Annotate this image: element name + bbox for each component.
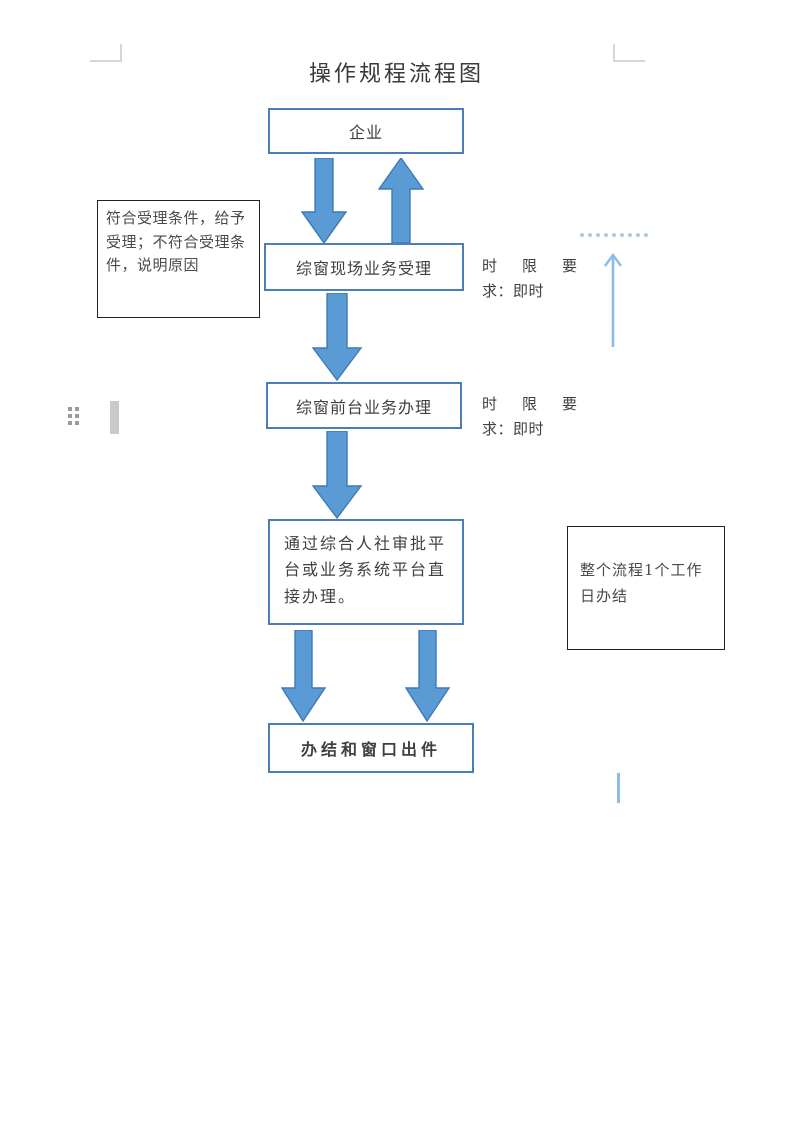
note-acceptance-criteria-text: 符合受理条件，给予受理；不符合受理条件，说明原因 bbox=[106, 209, 246, 275]
page-title: 操作规程流程图 bbox=[308, 62, 484, 87]
drag-handle-icon[interactable] bbox=[68, 407, 79, 425]
char: 时 bbox=[482, 395, 498, 413]
text-caret bbox=[617, 773, 620, 803]
flow-node-platform-processing-label: 通过综合人社审批平台或业务系统平台直接办理。 bbox=[284, 534, 447, 606]
grip-dot bbox=[68, 414, 72, 418]
margin-corner-mark-top-right bbox=[613, 44, 645, 62]
char: 限 bbox=[521, 395, 537, 413]
char: 时 bbox=[482, 257, 498, 275]
flow-node-enterprise-label: 企业 bbox=[348, 123, 383, 142]
arrow-feedback-thin-icon bbox=[601, 247, 625, 351]
side-label-time-limit-1-line2: 求：即时 bbox=[482, 281, 545, 300]
arrow-acceptance-up-icon bbox=[378, 158, 424, 244]
side-label-time-limit-2: 时 限 要 求：即时 bbox=[482, 392, 577, 442]
flow-node-enterprise[interactable]: 企业 bbox=[268, 108, 464, 154]
grip-dot bbox=[68, 421, 72, 425]
side-label-time-limit-1: 时 限 要 求：即时 bbox=[482, 254, 577, 304]
arrow-enterprise-down-icon bbox=[301, 158, 347, 244]
grip-dot bbox=[75, 421, 79, 425]
char: 要 bbox=[561, 395, 577, 413]
char: 要 bbox=[561, 257, 577, 275]
flow-node-front-desk-handling[interactable]: 综窗前台业务办理 bbox=[266, 382, 462, 429]
note-total-duration-text: 整个流程1个工作日办结 bbox=[580, 561, 703, 606]
grip-dot bbox=[75, 407, 79, 411]
note-acceptance-criteria: 符合受理条件，给予受理；不符合受理条件，说明原因 bbox=[97, 200, 260, 318]
flow-node-platform-processing[interactable]: 通过综合人社审批平台或业务系统平台直接办理。 bbox=[268, 519, 464, 625]
note-total-duration: 整个流程1个工作日办结 bbox=[567, 526, 725, 650]
side-label-time-limit-1-line1: 时 限 要 bbox=[482, 254, 577, 279]
arrow-platform-to-completion-left-icon bbox=[281, 630, 327, 722]
arrow-frontdesk-to-platform-icon bbox=[311, 431, 363, 519]
flow-node-front-desk-handling-label: 综窗前台业务办理 bbox=[295, 397, 432, 417]
grip-dot bbox=[68, 407, 72, 411]
flow-node-completion-output-label: 办结和窗口出件 bbox=[300, 740, 441, 759]
side-label-time-limit-2-line1: 时 限 要 bbox=[482, 392, 577, 417]
side-label-time-limit-2-line2: 求：即时 bbox=[482, 419, 545, 438]
selection-bar[interactable] bbox=[110, 401, 119, 434]
flow-node-completion-output[interactable]: 办结和窗口出件 bbox=[268, 723, 474, 773]
char: 限 bbox=[521, 257, 537, 275]
flow-node-onsite-acceptance[interactable]: 综窗现场业务受理 bbox=[264, 243, 464, 291]
margin-corner-mark-top-left bbox=[90, 44, 122, 62]
dotted-separator-line bbox=[580, 233, 648, 237]
grip-dot bbox=[75, 414, 79, 418]
arrow-platform-to-completion-right-icon bbox=[405, 630, 451, 722]
flow-node-onsite-acceptance-label: 综窗现场业务受理 bbox=[295, 259, 432, 278]
arrow-acceptance-to-frontdesk-icon bbox=[311, 293, 363, 381]
